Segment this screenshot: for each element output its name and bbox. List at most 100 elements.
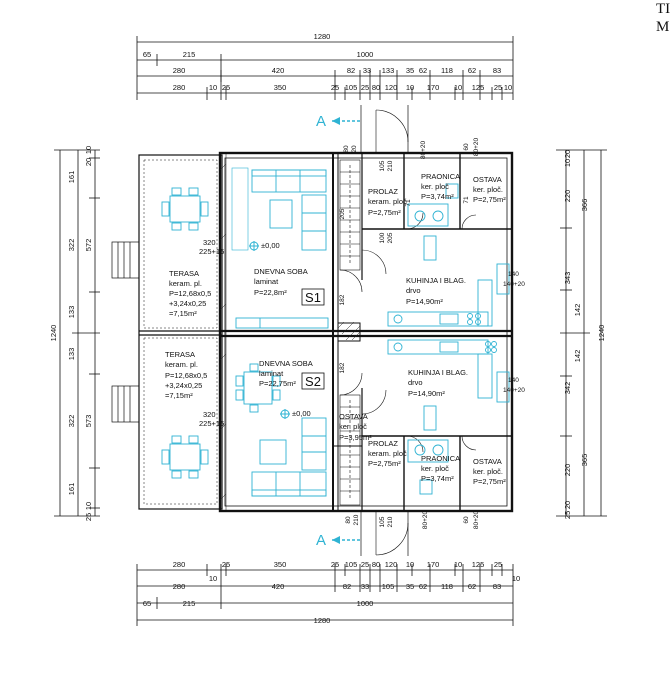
open-bot-6: 80+20: [473, 510, 480, 529]
section-markers: A A: [316, 113, 360, 549]
s1-terasa-area: P=12,68x0,5: [169, 289, 211, 298]
bot-dim-r3-0: 65: [143, 599, 151, 608]
unit-label-s2: S2: [305, 374, 321, 389]
s2-terasa-area: P=12,68x0,5: [165, 371, 207, 380]
open-top-71b: 71: [463, 196, 470, 204]
left-dim-572: 572: [84, 239, 93, 252]
top-dim-r2-4: 133: [382, 66, 395, 75]
left-dim-573: 573: [84, 415, 93, 428]
bot-dim-r1-3: 350: [274, 560, 287, 569]
s1-ostava-name: OSTAVA: [473, 175, 502, 184]
bot-dim-r2-2: 82: [343, 582, 351, 591]
left-dimension-labels: 161 322 133 133 322 161 572 573 1240 10 …: [49, 146, 93, 521]
corner-title-fragment: TI M: [656, 0, 670, 36]
left-dim-161-bot: 161: [67, 483, 76, 496]
bot-dim-r2-9: 83: [493, 582, 501, 591]
top-dim-r3-0: 280: [173, 83, 186, 92]
kitchen-window-s1-a: 140: [508, 271, 519, 278]
s2-terasa-name: TERASA: [165, 350, 195, 359]
open-top-6: 80+20: [420, 140, 427, 159]
top-dim-r3-13: 25: [494, 83, 502, 92]
bot-dim-r2-4: 105: [382, 582, 395, 591]
s1-dnevna-floor: laminat: [254, 277, 279, 286]
bottom-dimensions: [136, 564, 514, 626]
bot-dim-r2-0: 280: [173, 582, 186, 591]
top-dim-r3-10: 170: [427, 83, 440, 92]
building-walls: [138, 151, 514, 513]
open-top-5: 80+20: [473, 137, 480, 156]
left-dim-133-bot: 133: [67, 348, 76, 361]
top-dim-r2-9: 83: [493, 66, 501, 75]
top-dim-r2-8: 62: [468, 66, 476, 75]
corner-text-line-1: TI: [656, 1, 671, 17]
s2-praonica-area: P=3,74m²: [421, 474, 454, 483]
right-dim-366: 366: [580, 199, 589, 212]
s2-window-b: 225+15: [199, 419, 224, 428]
kitchen-window-s2-b: 140+20: [503, 387, 525, 394]
bot-dim-r2-3: 33: [361, 582, 369, 591]
s2-ostava-floor: ker. ploč.: [473, 467, 503, 476]
open-top-4: 60: [463, 143, 470, 151]
top-dim-r2-5: 35: [406, 66, 414, 75]
open-top-1: 20: [351, 145, 358, 153]
s1-dnevna-area: P=22,8m²: [254, 288, 287, 297]
top-dim-r3-7: 80: [372, 83, 380, 92]
bot-dim-r1-12: 125: [472, 560, 485, 569]
exterior-steps: [111, 241, 140, 423]
s1-praonica-area: P=3,74m²: [421, 192, 454, 201]
bot-dim-r1-0: 280: [173, 560, 186, 569]
top-dim-r3-3: 350: [274, 83, 287, 92]
top-dim-overall: 1280: [314, 32, 331, 41]
s1-terasa-name: TERASA: [169, 269, 199, 278]
s1-kuhinja-floor: drvo: [406, 286, 421, 295]
bot-dim-r3-1: 215: [183, 599, 196, 608]
s2-prolaz-area: P=2,75m²: [368, 459, 401, 468]
open-top-205: 205: [387, 232, 394, 243]
right-dim-142-top: 142: [573, 304, 582, 317]
bot-dim-r3-2: 1000: [357, 599, 374, 608]
top-dim-r3-14: 10: [504, 83, 512, 92]
bot-dim-r1-9: 10: [406, 560, 414, 569]
kitchen-window-s2-a: 140: [508, 377, 519, 384]
right-dim-220-top: 220: [563, 190, 572, 203]
s1-praonica-name: PRAONICA: [421, 172, 460, 181]
s2-dnevna-name: DNEVNA SOBA: [259, 359, 313, 368]
left-dim-overall: 1240: [49, 325, 58, 342]
section-marker-bottom: A: [316, 532, 326, 549]
open-stair-0: 205: [339, 208, 346, 219]
bot-dim-r1-8: 120: [385, 560, 398, 569]
furniture: [161, 167, 510, 497]
top-dim-r2-7: 118: [441, 66, 453, 75]
left-dim-161-top: 161: [67, 171, 76, 184]
s2-praonica-name: PRAONICA: [421, 454, 460, 463]
s2-terasa-extra: +3,24x0,25: [165, 381, 202, 390]
kitchen-window-s1-b: 140+20: [503, 281, 525, 288]
bot-dim-r2-6: 62: [419, 582, 427, 591]
bot-dim-r1-2: 25: [222, 560, 230, 569]
s2-kuhinja-name: KUHINJA I BLAG.: [408, 368, 468, 377]
left-dim-322-bot: 322: [67, 415, 76, 428]
open-top-2: 105: [379, 160, 386, 171]
top-dim-r2-1: 420: [272, 66, 285, 75]
kitchen-window-labels: 140 140+20 140 140+20: [503, 271, 525, 394]
open-bot-1: 210: [353, 514, 360, 525]
left-dim-small-3: 25: [84, 513, 93, 521]
top-dim-r3-11: 10: [454, 83, 462, 92]
top-dim-r3-12: 125: [472, 83, 485, 92]
top-dimension-labels: 1280 65 215 1000 280 420 82 33 133 35 62…: [143, 32, 512, 92]
s2-ostava-stair-floor: ker. ploč: [339, 422, 367, 431]
top-dim-r3-6: 25: [361, 83, 369, 92]
top-dim-r3-9: 10: [406, 83, 414, 92]
open-top-3: 210: [387, 160, 394, 171]
wall-hatching: [219, 163, 361, 501]
open-top-71: 71: [405, 199, 412, 207]
bot-dim-r1-14: 10: [512, 574, 520, 583]
s1-kuhinja-area: P=14,90m²: [406, 297, 443, 306]
s2-ostava-stair-name: OSTAVA: [339, 412, 368, 421]
left-dim-322-top: 322: [67, 239, 76, 252]
right-dim-small-2: 20: [563, 501, 572, 509]
top-dim-r2-3: 33: [363, 66, 371, 75]
open-stair-1: 182: [339, 294, 346, 305]
bot-dim-r1-6: 25: [361, 560, 369, 569]
